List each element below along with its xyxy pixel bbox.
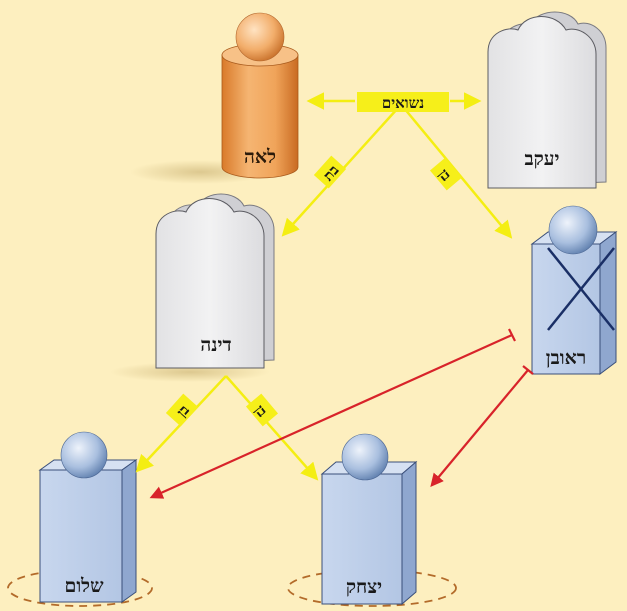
- marriage-tag: נשואים: [357, 92, 449, 112]
- son-reuven-tag: בן: [429, 157, 463, 191]
- red-arrows: [149, 328, 534, 499]
- reuven-cross-b: [547, 247, 615, 331]
- son-shalom-tag: בן: [165, 393, 199, 427]
- daughter-tag: בת: [313, 155, 347, 189]
- leah-figure: לאה: [130, 12, 299, 184]
- yaakov-figure: יעקב: [487, 11, 607, 189]
- reuven-figure: ראובן: [530, 205, 618, 375]
- yitzhak-dashed-ring: [287, 569, 457, 607]
- son-shalom-tag-box: [165, 393, 199, 427]
- yitzhak-box-front: [321, 473, 403, 605]
- leah-head: [235, 12, 285, 62]
- shalom-head: [60, 431, 108, 479]
- dina-figure: דינה: [110, 193, 275, 382]
- leah-cylinder: [221, 54, 299, 179]
- reuven-box-side: [599, 231, 617, 375]
- leah-label: לאה: [244, 146, 276, 168]
- dina-label: דינה: [200, 334, 231, 356]
- yitzhak-head: [341, 433, 389, 481]
- son-yitzhak-tag-box: [245, 393, 279, 427]
- son-reuven-tag-box: [429, 157, 463, 191]
- reuven-head: [548, 205, 598, 255]
- son-yitzhak-arrow: [225, 375, 319, 481]
- yaakov-label: יעקב: [524, 148, 559, 170]
- shalom-figure: שלום: [7, 431, 153, 607]
- yitzhak-figure: יצחק: [287, 433, 457, 607]
- red-arrow-to-yitzhak: [430, 369, 529, 488]
- yitzhak-label: יצחק: [346, 576, 382, 598]
- shalom-box-side: [121, 459, 137, 603]
- red-arrow-to-shalom-start: [508, 328, 516, 342]
- daughter-tag-box: [313, 155, 347, 189]
- yaakov-stone-front: [487, 16, 597, 189]
- red-arrow-to-yitzhak-start: [522, 365, 534, 375]
- dina-stone-front: [155, 198, 265, 369]
- marriage-tag-label: נשואים: [382, 94, 424, 112]
- yitzhak-box-side: [401, 460, 417, 606]
- marriage-tag-box: [357, 92, 449, 112]
- shalom-label: שלום: [64, 575, 104, 597]
- son-yitzhak-tag: בן: [245, 393, 279, 427]
- red-arrow-to-shalom: [149, 333, 513, 499]
- reuven-label: ראובן: [546, 347, 586, 369]
